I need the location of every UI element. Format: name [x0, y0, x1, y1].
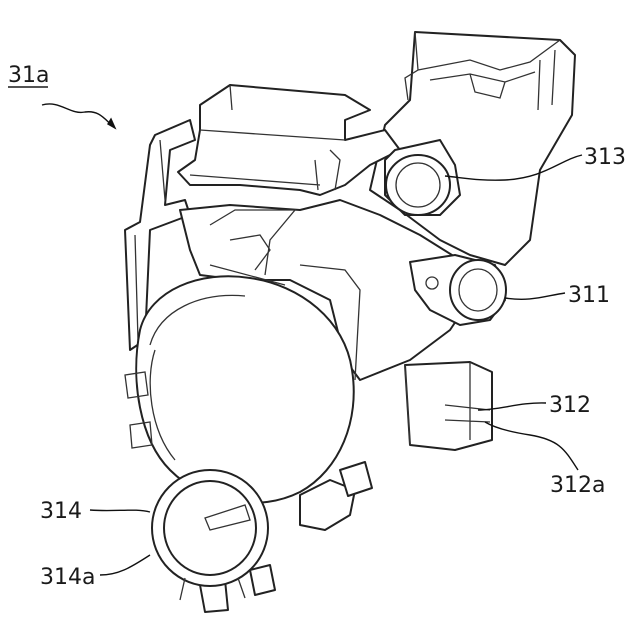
- arrowhead-31a: [108, 119, 115, 128]
- leader-314a: [100, 555, 150, 575]
- label-314a: 314a: [40, 565, 95, 590]
- label-31a: 31a: [8, 63, 49, 88]
- label-312: 312: [549, 393, 591, 418]
- label-314: 314: [40, 499, 82, 524]
- ring-314: [152, 470, 268, 600]
- label-312a: 312a: [550, 473, 605, 498]
- leader-312a: [485, 422, 578, 470]
- leader-311: [505, 293, 565, 299]
- label-311: 311: [568, 283, 610, 308]
- leader-314: [90, 510, 150, 512]
- leader-31a: [42, 104, 115, 128]
- label-313: 313: [584, 145, 626, 170]
